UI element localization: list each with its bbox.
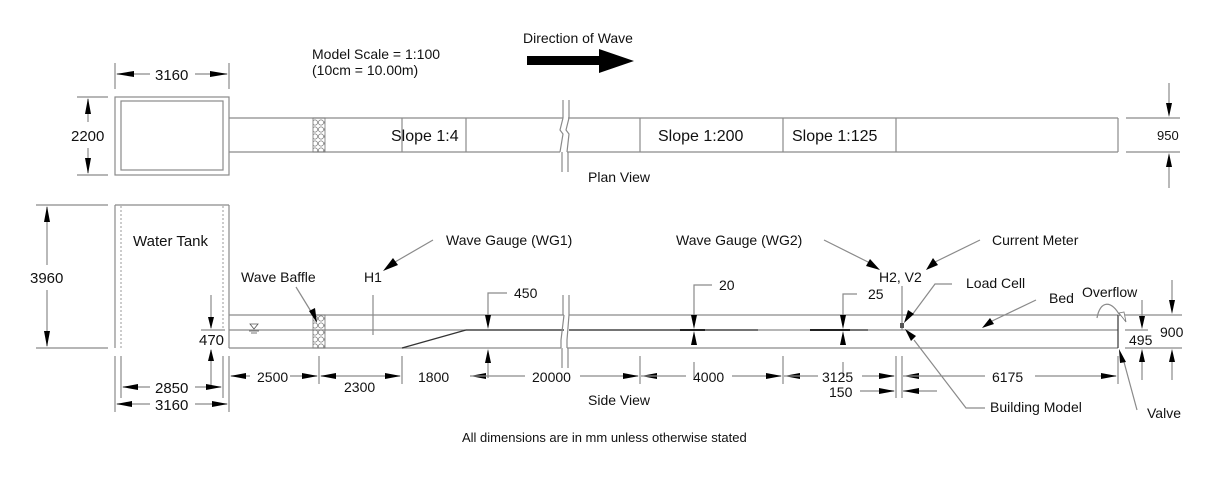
load-cell-label: Load Cell: [966, 275, 1025, 291]
tank-water-depth-dim: 470: [199, 332, 224, 349]
plan-tank-height: 2200: [71, 128, 104, 145]
plan-view-title: Plan View: [588, 169, 651, 185]
dim-2300: 2300: [344, 379, 375, 395]
tank-height-dim: 3960: [30, 270, 63, 287]
dim-1800: 1800: [418, 369, 449, 385]
wg2-label: Wave Gauge (WG2): [676, 232, 802, 248]
slope-label-3: Slope 1:125: [792, 128, 878, 145]
dim-20000: 20000: [532, 369, 571, 385]
tank-outer-dim: 3160: [155, 397, 188, 414]
depth-900-dim: 900: [1160, 324, 1184, 340]
water-tank-label: Water Tank: [133, 233, 209, 250]
overflow-label: Overflow: [1082, 284, 1138, 300]
dim-6175: 6175: [992, 369, 1023, 385]
depth-495-dim: 495: [1129, 332, 1153, 348]
plan-tank-width: 3160: [155, 67, 188, 84]
dim-4000: 4000: [693, 369, 724, 385]
side-tank: [114, 204, 230, 348]
h2v2-label: H2, V2: [879, 269, 922, 285]
scale-note-text: (10cm = 10.00m): [312, 62, 418, 78]
water-level-icon: [249, 323, 259, 334]
dim-150: 150: [829, 384, 853, 400]
model-scale-text: Model Scale = 1:100: [312, 46, 440, 62]
step-450-dim: 450: [514, 285, 538, 301]
slope-label-2: Slope 1:200: [658, 128, 744, 145]
wave-baffle-label: Wave Baffle: [241, 269, 316, 285]
wg1-label: Wave Gauge (WG1): [446, 232, 572, 248]
dim-2500: 2500: [257, 369, 288, 385]
slope-label-1: Slope 1:4: [391, 128, 459, 145]
bed-label: Bed: [1049, 290, 1074, 306]
building-model-label: Building Model: [990, 399, 1082, 415]
tank-inner-dim: 2850: [155, 380, 188, 397]
plan-tank: [114, 96, 230, 176]
flume-width-dim: 950: [1157, 128, 1179, 143]
horizontal-dim-lines: [114, 356, 1119, 412]
side-view-title: Side View: [588, 392, 651, 408]
step-25-dim: 25: [868, 286, 884, 302]
step-20-dim: 20: [719, 277, 735, 293]
current-meter-label: Current Meter: [992, 232, 1079, 248]
valve-label: Valve: [1147, 405, 1181, 421]
direction-label: Direction of Wave: [523, 30, 633, 46]
direction-arrow-icon: [527, 49, 634, 73]
dim-3125: 3125: [822, 369, 853, 385]
plan-flume: [229, 100, 1119, 172]
h1-label: H1: [364, 269, 382, 285]
footer-note: All dimensions are in mm unless otherwis…: [462, 430, 747, 445]
